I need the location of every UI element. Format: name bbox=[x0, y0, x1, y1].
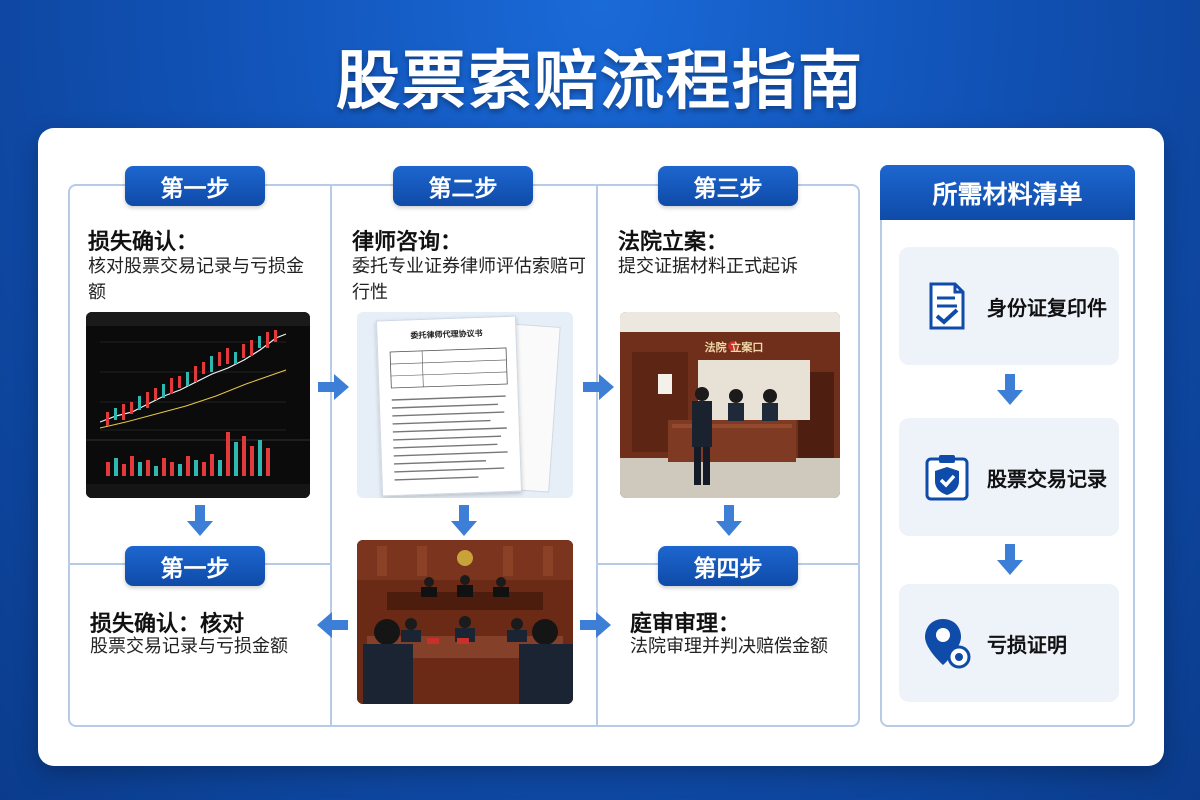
arrow-down-icon bbox=[996, 544, 1024, 576]
step-1-heading: 损失确认： bbox=[88, 230, 199, 255]
shield-check-icon bbox=[917, 447, 977, 507]
arrow-down-icon bbox=[715, 505, 743, 537]
court-filing-image: 法院 立案口 bbox=[620, 312, 840, 498]
step-2-heading: 律师咨询： bbox=[352, 230, 463, 255]
step-3-heading: 法院立案： bbox=[618, 230, 729, 255]
arrow-right-icon bbox=[583, 374, 615, 400]
column-divider bbox=[330, 184, 332, 727]
step-badge-2: 第二步 bbox=[393, 166, 533, 206]
material-item: 股票交易记录 bbox=[899, 418, 1119, 536]
step-badge-3: 第三步 bbox=[658, 166, 798, 206]
court-sign: 法院 立案口 bbox=[704, 341, 764, 354]
arrow-right-icon bbox=[318, 374, 350, 400]
arrow-right-icon bbox=[580, 612, 612, 638]
arrow-down-icon bbox=[996, 374, 1024, 406]
material-label: 股票交易记录 bbox=[987, 466, 1107, 491]
material-item: 亏损证明 bbox=[899, 584, 1119, 702]
stock-chart-image bbox=[86, 312, 310, 498]
document-check-icon bbox=[917, 276, 977, 336]
location-pin-icon bbox=[917, 613, 977, 673]
material-label: 亏损证明 bbox=[987, 632, 1067, 657]
materials-title: 所需材料清单 bbox=[880, 165, 1135, 220]
step-1-description: 核对股票交易记录与亏损金额 bbox=[88, 256, 304, 303]
step-4-description: 法院审理并判决赔偿金额 bbox=[630, 636, 828, 657]
step-badge-1: 第一步 bbox=[125, 166, 265, 206]
page-title: 股票索赔流程指南 bbox=[336, 45, 864, 119]
arrow-down-icon bbox=[186, 505, 214, 537]
step-4-heading: 庭审审理： bbox=[630, 612, 741, 637]
arrow-down-icon bbox=[450, 505, 478, 537]
contract-document-image: 委托律师代理协议书 bbox=[357, 312, 573, 498]
document-header: 委托律师代理协议书 bbox=[410, 328, 483, 341]
column-divider bbox=[596, 184, 598, 727]
material-label: 身份证复印件 bbox=[987, 295, 1107, 320]
courtroom-trial-image bbox=[357, 540, 573, 704]
arrow-left-icon bbox=[316, 612, 348, 638]
step-5-heading: 损失确认：核对 bbox=[90, 612, 245, 637]
document-sheet: 委托律师代理协议书 bbox=[375, 315, 523, 497]
material-item: 身份证复印件 bbox=[899, 247, 1119, 365]
step-badge-4: 第四步 bbox=[658, 546, 798, 586]
step-2-description: 委托专业证券律师评估索赔可行性 bbox=[352, 256, 586, 303]
step-badge-5: 第一步 bbox=[125, 546, 265, 586]
step-3-description: 提交证据材料正式起诉 bbox=[618, 256, 798, 277]
step-5-description: 股票交易记录与亏损金额 bbox=[90, 636, 288, 657]
